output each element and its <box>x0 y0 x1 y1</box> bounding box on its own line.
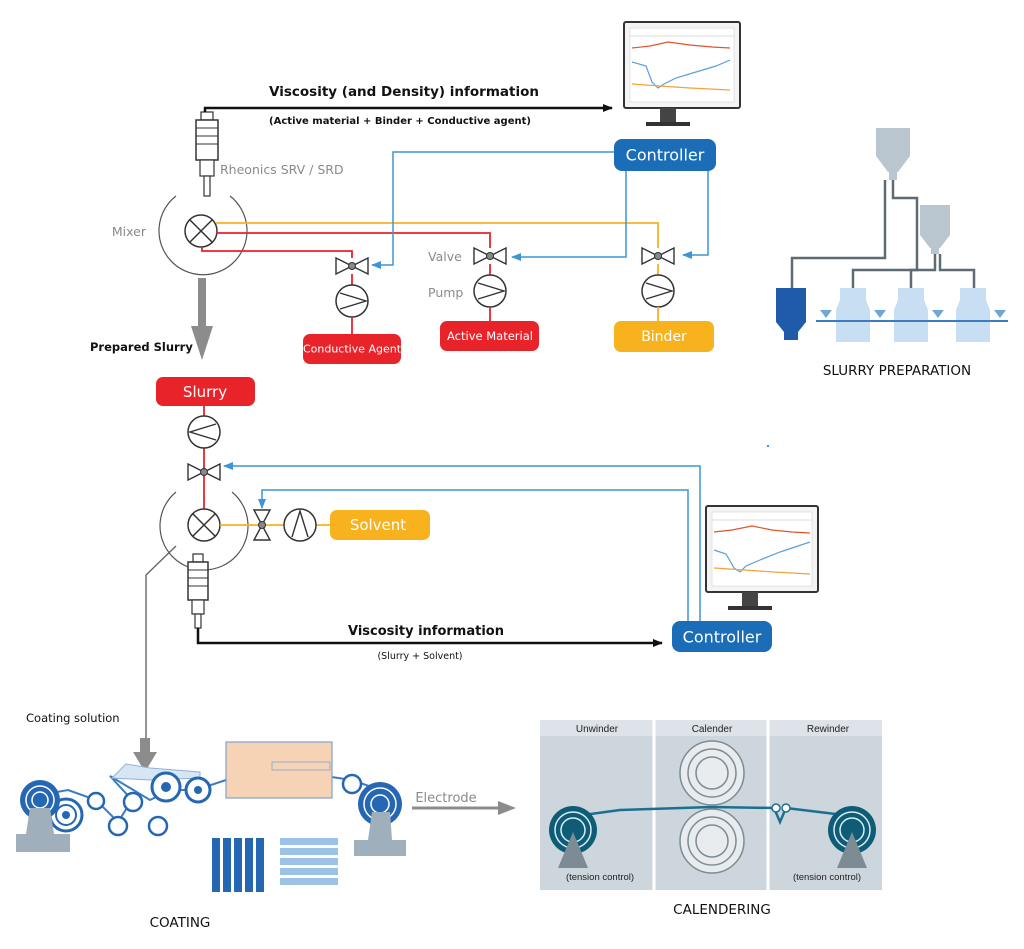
viscosity-info-sub-top: (Active material + Binder + Conductive a… <box>269 116 531 127</box>
stray-dot <box>767 445 769 447</box>
conductive-agent-tank: Conductive Agent <box>303 334 402 364</box>
coating-solution-label: Coating solution <box>26 711 120 725</box>
viscosity-info-title-bottom: Viscosity information <box>348 624 504 639</box>
control-line-solvent <box>258 489 689 621</box>
coating-illustration <box>16 741 406 892</box>
sensor-top <box>195 111 219 197</box>
viscosity-info-title-top: Viscosity (and Density) information <box>269 84 539 100</box>
active-material-feed-line <box>216 232 491 248</box>
calender-label: Calender <box>692 724 733 735</box>
viscosity-info-sub-bottom: (Slurry + Solvent) <box>377 651 462 662</box>
tension-control-right: (tension control) <box>793 872 861 883</box>
valve-binder <box>641 246 675 266</box>
controller-bottom: Controller <box>672 621 772 652</box>
pump-solvent <box>283 508 317 542</box>
viscosity-info-arrow-top <box>203 104 613 112</box>
solvent-tank: Solvent <box>330 510 430 540</box>
electrode-arrow <box>412 801 516 815</box>
conductive-agent-feed-line <box>201 247 353 258</box>
control-line-conductive <box>371 151 614 269</box>
binder-feed-line <box>216 222 659 248</box>
svg-text:Controller: Controller <box>626 146 705 165</box>
pump-conductive <box>335 284 369 318</box>
slurry-tank: Slurry <box>156 377 255 406</box>
valve-solvent <box>252 509 272 541</box>
svg-text:Binder: Binder <box>641 329 687 345</box>
pump-active <box>473 274 507 308</box>
prepared-slurry-arrow <box>191 278 213 360</box>
pump-slurry <box>187 415 221 449</box>
active-material-tank: Active Material <box>440 321 539 351</box>
sensor-bottom <box>187 553 209 629</box>
pump-binder <box>641 274 675 308</box>
rewinder-label: Rewinder <box>807 724 850 735</box>
coating-title: COATING <box>150 915 211 931</box>
monitor-top <box>623 21 741 126</box>
binder-tank: Binder <box>614 321 714 352</box>
unwinder-label: Unwinder <box>576 724 619 735</box>
valve-active <box>473 246 507 266</box>
svg-text:Conductive Agent: Conductive Agent <box>303 343 402 356</box>
slurry-preparation-title: SLURRY PREPARATION <box>823 363 971 379</box>
viscosity-info-arrow-bottom <box>196 628 663 647</box>
valve-conductive <box>335 256 369 276</box>
svg-text:Solvent: Solvent <box>350 516 406 534</box>
monitor-bottom <box>705 505 819 610</box>
sensor-label: Rheonics SRV / SRD <box>220 162 344 177</box>
svg-text:Slurry: Slurry <box>183 383 227 401</box>
valve-label: Valve <box>428 249 462 264</box>
mixer-label: Mixer <box>112 224 147 239</box>
pump-label: Pump <box>428 285 463 300</box>
slurry-preparation-illustration <box>776 128 1008 342</box>
control-line-slurry <box>223 462 701 621</box>
calendering-title: CALENDERING <box>673 902 771 918</box>
controller-top: Controller <box>614 139 716 171</box>
prepared-slurry-label: Prepared Slurry <box>90 340 193 354</box>
control-line-active <box>511 171 627 261</box>
control-line-binder <box>682 171 709 259</box>
mixer-top <box>158 195 248 276</box>
coating-solution-arrow <box>133 738 157 772</box>
svg-text:Controller: Controller <box>683 628 762 647</box>
coating-feed-line <box>145 545 177 742</box>
electrode-label: Electrode <box>415 791 476 806</box>
calendering-illustration <box>540 720 882 890</box>
svg-text:Active Material: Active Material <box>447 329 533 343</box>
valve-slurry <box>187 462 221 482</box>
tension-control-left: (tension control) <box>566 872 634 883</box>
